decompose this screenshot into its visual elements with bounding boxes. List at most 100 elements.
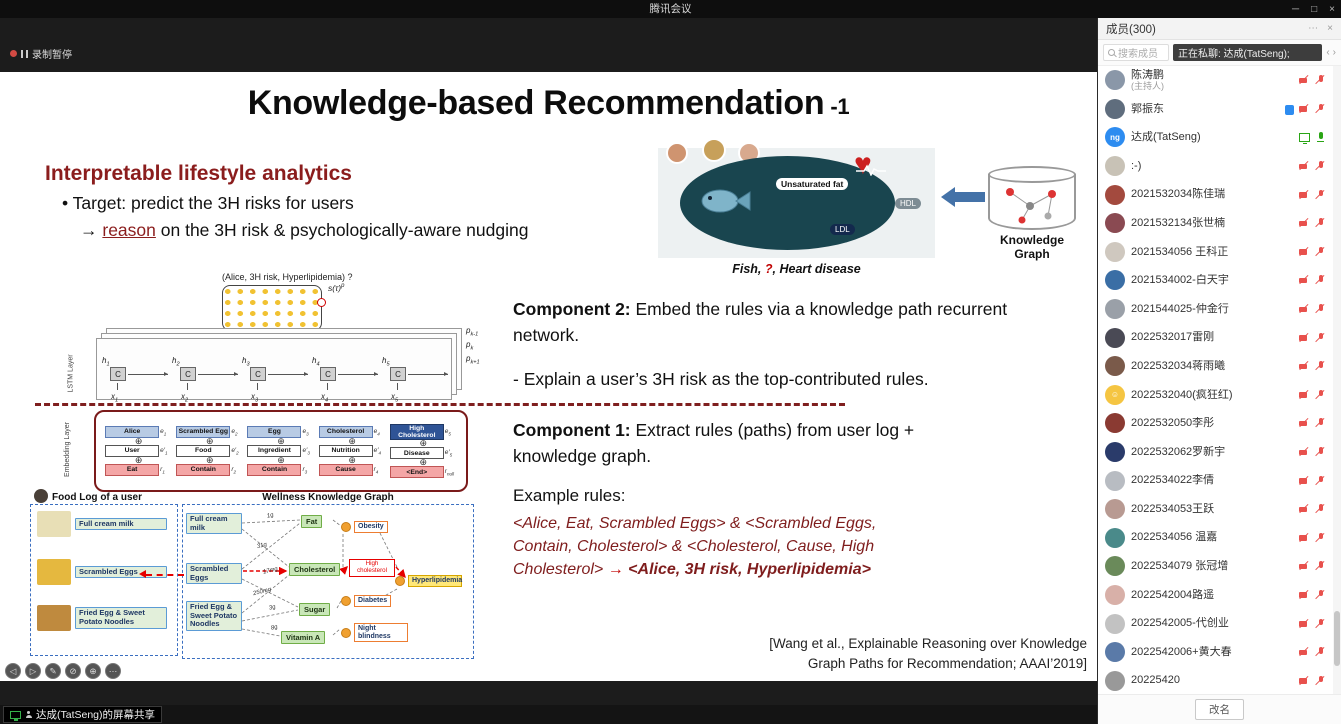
member-row[interactable]: 2022542005-代创业 bbox=[1098, 609, 1333, 638]
member-name: 2021532134张世楠 bbox=[1131, 216, 1226, 229]
input-arrow-icon bbox=[117, 383, 118, 390]
lstm-cell: h3 C x3 bbox=[242, 356, 308, 404]
minimize-button[interactable]: ─ bbox=[1292, 3, 1300, 15]
member-row[interactable]: 2022534053王跃 bbox=[1098, 495, 1333, 524]
member-row[interactable]: 2022542004路遥 bbox=[1098, 581, 1333, 610]
lstm-cell: h4 C x4 bbox=[312, 356, 378, 404]
member-row[interactable]: 2022532017雷刚 bbox=[1098, 323, 1333, 352]
annotation-tool-button[interactable]: ⊕ bbox=[85, 663, 101, 679]
mic-off-icon bbox=[1314, 332, 1326, 344]
member-search-input[interactable]: 搜索成员 bbox=[1103, 44, 1169, 61]
member-row[interactable]: 2022532050李彤 bbox=[1098, 409, 1333, 438]
plus-icon: ⊕ bbox=[206, 455, 214, 465]
member-row[interactable]: 2022534079 张冠增 bbox=[1098, 552, 1333, 581]
food-log-item: Fried Egg & Sweet Potato Noodles bbox=[37, 605, 167, 631]
avatar bbox=[1105, 70, 1125, 91]
avatar: ng bbox=[1105, 127, 1125, 148]
member-status-icons bbox=[1294, 360, 1326, 372]
recording-status[interactable]: 录制暂停 bbox=[10, 46, 72, 61]
close-button[interactable]: × bbox=[1329, 3, 1335, 15]
member-row[interactable]: 2021544025-仲金行 bbox=[1098, 295, 1333, 324]
member-row[interactable]: 2021534002-白天宇 bbox=[1098, 266, 1333, 295]
member-row[interactable]: 2021534056 王科正 bbox=[1098, 238, 1333, 267]
query-label: (Alice, 3H risk, Hyperlipidemia) ? bbox=[222, 272, 353, 282]
rename-button[interactable]: 改名 bbox=[1195, 699, 1244, 720]
avatar bbox=[1105, 413, 1125, 434]
mic-off-icon bbox=[1314, 446, 1326, 458]
kg-disease-node: Night blindness bbox=[341, 623, 408, 643]
arrow-icon bbox=[268, 371, 308, 376]
food-plate-icon bbox=[666, 142, 688, 164]
member-status-icons bbox=[1294, 74, 1326, 86]
annotation-tool-button[interactable]: ✎ bbox=[45, 663, 61, 679]
avatar bbox=[1105, 670, 1125, 691]
chat-next-icon[interactable]: › bbox=[1332, 47, 1336, 58]
reason-rest: on the 3H risk & psychologically-aware n… bbox=[155, 220, 529, 240]
member-row[interactable]: 20225420 bbox=[1098, 666, 1333, 694]
member-row[interactable]: :-) bbox=[1098, 152, 1333, 181]
member-list: 陈涛鹏 (主持人) 郭振东 ng 达成(TatSeng) bbox=[1098, 66, 1333, 694]
panel-close-icon[interactable]: × bbox=[1327, 23, 1333, 34]
member-row[interactable]: 2022542006+黄大春 bbox=[1098, 638, 1333, 667]
arrow-icon bbox=[408, 371, 448, 376]
cam-off-icon bbox=[1298, 246, 1310, 258]
hand-blue-icon bbox=[1285, 104, 1294, 115]
member-name: 2021544025-仲金行 bbox=[1131, 302, 1229, 315]
relation-cell: Contain bbox=[247, 464, 302, 476]
monitor-icon bbox=[10, 710, 21, 721]
scrollbar-thumb[interactable] bbox=[1334, 611, 1340, 666]
mic-off-icon bbox=[1314, 646, 1326, 658]
member-row[interactable]: ng 达成(TatSeng) bbox=[1098, 123, 1333, 152]
lstm-cell-box: C bbox=[180, 367, 196, 381]
member-name: 陈涛鹏 bbox=[1131, 68, 1164, 81]
cam-off-icon bbox=[1298, 503, 1310, 515]
mic-off-icon bbox=[1314, 360, 1326, 372]
member-name: 2022532034蒋雨曦 bbox=[1131, 359, 1226, 372]
maximize-button[interactable]: □ bbox=[1311, 3, 1318, 15]
input-arrow-icon bbox=[257, 383, 258, 390]
member-row[interactable]: 2021532034陈佳瑞 bbox=[1098, 180, 1333, 209]
entity-cell: Alice bbox=[105, 426, 160, 438]
annotation-tool-button[interactable]: ⋯ bbox=[105, 663, 121, 679]
relation-cell: Eat bbox=[105, 464, 160, 476]
chat-prev-icon[interactable]: ‹ bbox=[1326, 47, 1330, 58]
plus-icon: ⊕ bbox=[277, 436, 285, 446]
cam-off-icon bbox=[1298, 475, 1310, 487]
member-row[interactable]: 2022534022李倩 bbox=[1098, 466, 1333, 495]
member-name: 2022542006+黄大春 bbox=[1131, 645, 1232, 658]
annotation-tool-button[interactable]: ▷ bbox=[25, 663, 41, 679]
mic-off-icon bbox=[1314, 160, 1326, 172]
ecg-line-icon bbox=[856, 164, 886, 176]
kg-arrow-icon bbox=[955, 192, 985, 202]
member-row[interactable]: 2022532034蒋雨曦 bbox=[1098, 352, 1333, 381]
annotation-tool-button[interactable]: ◁ bbox=[5, 663, 21, 679]
member-list-scrollbar[interactable] bbox=[1333, 66, 1341, 694]
member-row[interactable]: 2022534056 温嘉 bbox=[1098, 524, 1333, 553]
member-row[interactable]: ☺ 2022532040(疯狂红) bbox=[1098, 381, 1333, 410]
member-status-icons bbox=[1294, 389, 1326, 401]
member-row[interactable]: 2022532062罗新宇 bbox=[1098, 438, 1333, 467]
member-status-icons bbox=[1294, 446, 1326, 458]
entity-cell: Cholesterol bbox=[318, 426, 373, 438]
kg-food-node: Full cream milk bbox=[186, 513, 242, 535]
more-icon[interactable]: ⋯ bbox=[1308, 23, 1319, 34]
member-row[interactable]: 陈涛鹏 (主持人) bbox=[1098, 66, 1333, 95]
member-row[interactable]: 2021532134张世楠 bbox=[1098, 209, 1333, 238]
annotation-tool-button[interactable]: ⊘ bbox=[65, 663, 81, 679]
cam-off-icon bbox=[1298, 646, 1310, 658]
avatar bbox=[1105, 184, 1125, 205]
kg-food-node: Scrambled Eggs bbox=[186, 563, 242, 585]
kg-disease-node: Obesity bbox=[341, 521, 388, 533]
member-row[interactable]: 郭振东 bbox=[1098, 95, 1333, 124]
mic-off-icon bbox=[1314, 503, 1326, 515]
health-figure: Unsaturated fat LDL HDL ♥ bbox=[658, 138, 935, 258]
share-bar-label: 达成(TatSeng)的屏幕共享 bbox=[36, 709, 156, 721]
avatar bbox=[1105, 156, 1125, 177]
member-status-icons bbox=[1294, 532, 1326, 544]
member-name: 2021532034陈佳瑞 bbox=[1131, 188, 1226, 201]
slide-title-suffix: -1 bbox=[830, 94, 850, 119]
component1-paragraph: Component 1: Extract rules (paths) from … bbox=[513, 420, 915, 467]
cam-off-icon bbox=[1298, 675, 1310, 687]
private-chat-target[interactable]: 正在私聊: 达成(TatSeng); bbox=[1173, 44, 1323, 61]
mic-off-icon bbox=[1314, 589, 1326, 601]
